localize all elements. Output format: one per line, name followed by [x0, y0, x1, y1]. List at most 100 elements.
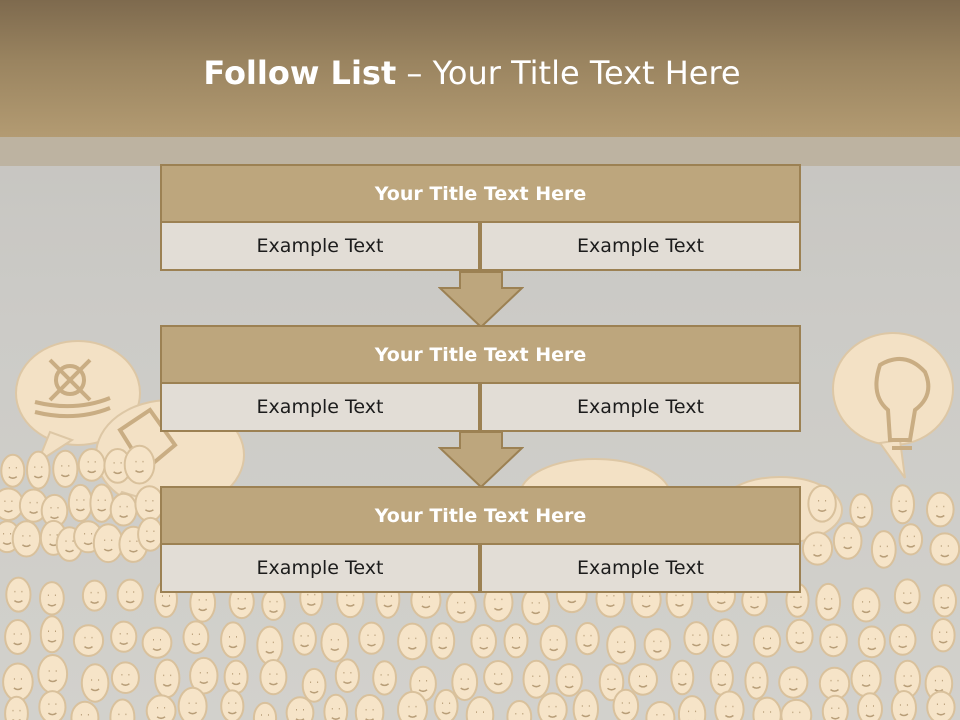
crowd-face	[109, 698, 136, 720]
crowd-face	[752, 696, 782, 720]
block-cell-left: Example Text	[160, 221, 480, 271]
crowd-face	[0, 453, 26, 488]
crowd-face	[77, 448, 106, 482]
crowd-face	[285, 696, 315, 720]
crowd-face	[445, 587, 477, 624]
crowd-face	[572, 689, 599, 720]
header-strip	[0, 137, 960, 166]
crowd-face	[819, 623, 848, 658]
crowd-face	[137, 516, 164, 552]
crowd-face	[677, 695, 707, 720]
crowd-face	[451, 663, 479, 702]
crowd-face	[5, 576, 32, 613]
block-cell-left: Example Text	[160, 543, 480, 593]
crowd-face	[575, 622, 600, 656]
crowd-face	[154, 658, 181, 699]
crowd-face	[182, 620, 210, 655]
crowd-face	[932, 584, 958, 618]
crowd-face	[483, 660, 514, 694]
crowd-face	[320, 622, 350, 663]
crowd-face	[815, 582, 842, 621]
crowd-face	[926, 690, 956, 720]
crowd-face	[145, 694, 177, 720]
block-cell-right: Example Text	[480, 382, 801, 432]
crowd-face	[521, 586, 551, 626]
crowd-face	[506, 700, 533, 720]
crowd-face	[821, 694, 849, 720]
crowd-face	[397, 622, 428, 661]
crowd-face	[301, 667, 327, 703]
crowd-face	[109, 492, 138, 527]
crowd-face	[930, 618, 956, 653]
crowd-face	[80, 663, 110, 703]
crowd-face	[870, 530, 897, 569]
crowd-face	[11, 520, 42, 558]
crowd-face	[851, 587, 881, 623]
crowd-face	[888, 623, 917, 656]
crowd-face	[744, 661, 769, 700]
crowd-face	[72, 624, 105, 657]
block-cell-right: Example Text	[480, 221, 801, 271]
crowd-face	[850, 659, 882, 698]
crowd-face	[123, 444, 156, 485]
crowd-face	[522, 659, 551, 699]
down-arrow-icon	[438, 271, 524, 329]
crowd-face	[4, 619, 32, 655]
crowd-face	[70, 700, 100, 720]
crowd-face	[539, 624, 568, 662]
crowd-face	[4, 695, 29, 720]
crowd-face	[220, 621, 246, 659]
crowd-face	[926, 491, 955, 528]
crowd-face	[116, 578, 144, 612]
crowd-face	[785, 618, 814, 654]
crowd-face	[292, 622, 317, 656]
crowd-face	[39, 581, 65, 616]
crowd-face	[110, 620, 138, 653]
crowd-face	[801, 531, 834, 566]
crowd-face	[465, 696, 495, 720]
crowd-face	[778, 666, 809, 699]
crowd-face	[354, 694, 385, 720]
crowd-face	[256, 625, 284, 666]
crowd-face	[470, 624, 498, 659]
crowd-face	[893, 578, 921, 614]
crowd-face	[141, 626, 173, 659]
block-title: Your Title Text Here	[160, 486, 801, 545]
crowd-face	[606, 625, 637, 665]
crowd-face	[709, 659, 734, 696]
crowd-face	[711, 618, 739, 659]
crowd-face	[38, 690, 67, 720]
crowd-face	[110, 661, 140, 695]
crowd-face	[220, 689, 245, 720]
crowd-face	[223, 659, 249, 695]
crowd-face	[898, 523, 924, 556]
crowd-face	[252, 701, 278, 720]
crowd-face	[628, 663, 658, 696]
crowd-face	[612, 688, 640, 720]
crowd-face	[37, 654, 69, 694]
slide-title-bold: Follow List	[203, 54, 397, 92]
crowd-face	[555, 663, 583, 697]
crowd-face	[259, 659, 288, 696]
crowd-face	[433, 688, 459, 720]
block-title: Your Title Text Here	[160, 325, 801, 384]
crowd-face	[261, 588, 286, 621]
block-cell-left: Example Text	[160, 382, 480, 432]
crowd-face	[323, 693, 349, 720]
crowd-face	[2, 662, 34, 702]
crowd-face	[832, 522, 863, 560]
crowd-face	[807, 484, 837, 523]
crowd-face	[890, 484, 915, 525]
crowd-face	[857, 692, 883, 720]
crowd-face	[929, 532, 960, 566]
crowd-face	[780, 698, 813, 720]
crowd-face	[334, 658, 360, 694]
crowd-face	[372, 660, 398, 696]
header-band	[0, 0, 960, 137]
down-arrow-icon	[438, 431, 524, 489]
crowd-face	[52, 449, 79, 488]
block-title: Your Title Text Here	[160, 164, 801, 223]
slide-title: Follow List – Your Title Text Here	[0, 54, 944, 92]
